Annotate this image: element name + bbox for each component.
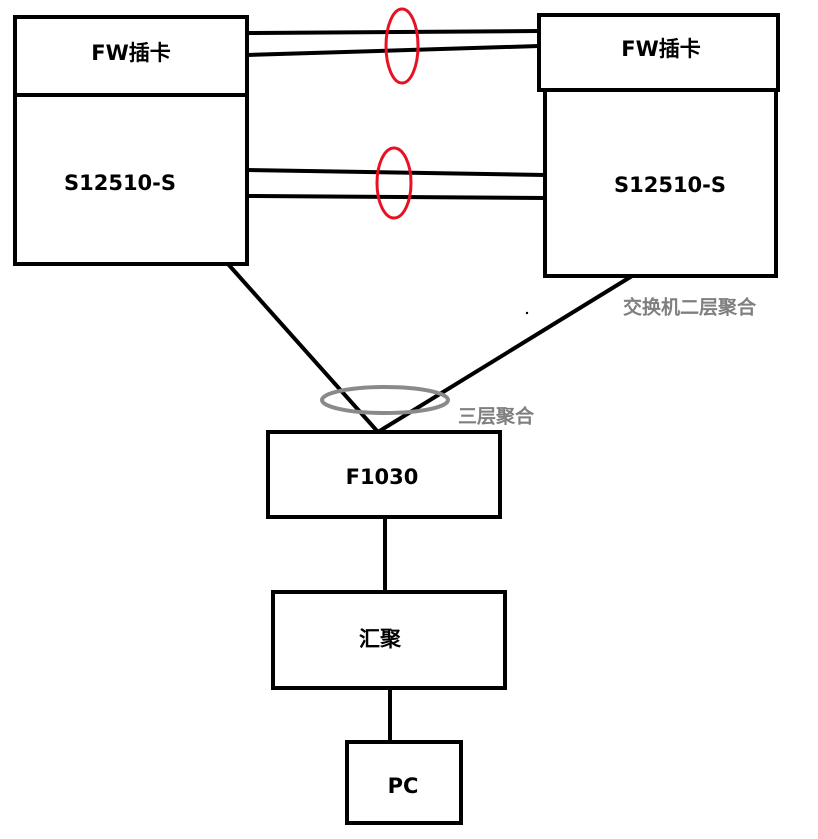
aggregation-switch: 汇聚 (271, 590, 507, 690)
l3-bundle-marker (320, 385, 450, 415)
switch-link-2 (246, 194, 546, 200)
switch-right: S12510-S (543, 88, 778, 278)
switch-link-1 (246, 168, 546, 177)
fw-bundle-marker (384, 7, 420, 85)
fw-link-1 (246, 29, 540, 35)
fw-card-right: FW插卡 (537, 13, 780, 92)
fw-link-2 (246, 44, 540, 57)
pc: PC (345, 740, 463, 825)
fw-card-right-label: FW插卡 (621, 37, 701, 61)
pc-label: PC (388, 774, 419, 798)
firewall-f1030: F1030 (266, 430, 502, 519)
fw-card-left-label: FW插卡 (91, 41, 171, 65)
l2-aggregation-note: 交换机二层聚合 (623, 296, 757, 319)
l3-aggregation-note: 三层聚合 (458, 405, 535, 428)
switch-bundle-marker (375, 146, 413, 220)
uplink-right (376, 274, 634, 434)
switch-right-label: S12510-S (614, 173, 726, 197)
aggregation-label: 汇聚 (359, 627, 402, 651)
uplink-left (226, 262, 380, 434)
fw-card-left: FW插卡 (13, 15, 249, 97)
switch-left-label: S12510-S (64, 171, 176, 195)
switch-left: S12510-S (13, 93, 249, 266)
firewall-label: F1030 (346, 465, 419, 489)
stray-dot (525, 311, 529, 315)
